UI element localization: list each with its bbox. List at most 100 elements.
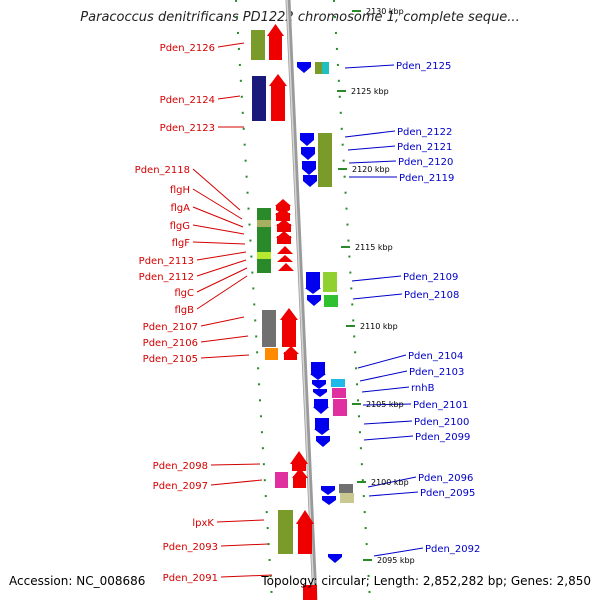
- gene-arrow[interactable]: [328, 554, 342, 563]
- cog-box[interactable]: [331, 379, 345, 387]
- cog-box[interactable]: [333, 399, 347, 416]
- gene-arrow-head[interactable]: [283, 346, 299, 354]
- gene-label-forward[interactable]: Pden_2104: [408, 351, 463, 362]
- gene-label-forward[interactable]: Pden_2119: [399, 173, 454, 184]
- gene-arrow[interactable]: [297, 62, 311, 73]
- cog-box[interactable]: [340, 493, 354, 503]
- gene-arrow[interactable]: [298, 522, 312, 554]
- gene-label-reverse[interactable]: Pden_2124: [160, 95, 215, 106]
- cog-box[interactable]: [315, 62, 322, 74]
- gene-arrow-head[interactable]: [275, 208, 291, 215]
- gene-arrow-head[interactable]: [278, 263, 294, 271]
- gene-label-forward[interactable]: Pden_2095: [420, 488, 475, 499]
- gene-arrow[interactable]: [312, 380, 326, 389]
- gene-label-forward[interactable]: Pden_2092: [425, 544, 480, 555]
- cog-box[interactable]: [257, 252, 271, 259]
- gene-arrow-head[interactable]: [313, 407, 329, 414]
- gene-arrow-head[interactable]: [277, 255, 293, 262]
- gene-label-reverse[interactable]: Pden_2093: [163, 542, 218, 553]
- gene-label-reverse[interactable]: Pden_2105: [143, 354, 198, 365]
- gene-arrow[interactable]: [282, 318, 296, 347]
- cog-box[interactable]: [322, 62, 329, 74]
- gene-arrow-head[interactable]: [275, 199, 291, 206]
- gene-label-reverse[interactable]: lpxK: [192, 518, 214, 529]
- gene-label-forward[interactable]: Pden_2122: [397, 127, 452, 138]
- gene-arrow-head[interactable]: [305, 288, 321, 294]
- cog-box[interactable]: [265, 348, 278, 360]
- gene-label-forward[interactable]: rnhB: [411, 383, 435, 394]
- cog-box[interactable]: [275, 472, 288, 488]
- cog-box[interactable]: [262, 310, 276, 347]
- gene-arrow[interactable]: [313, 389, 327, 397]
- gene-label-reverse[interactable]: flgA: [171, 203, 191, 214]
- cog-box[interactable]: [252, 76, 266, 121]
- gene-arrow[interactable]: [276, 213, 290, 221]
- gene-label-reverse[interactable]: Pden_2091: [163, 573, 218, 584]
- gene-label-reverse[interactable]: Pden_2106: [143, 338, 198, 349]
- gene-label-forward[interactable]: Pden_2120: [398, 157, 453, 168]
- cog-box[interactable]: [323, 272, 337, 292]
- gene-label-forward[interactable]: Pden_2096: [418, 473, 473, 484]
- gene-arrow-head[interactable]: [280, 308, 298, 320]
- gene-label-reverse[interactable]: flgH: [170, 185, 190, 196]
- cog-box[interactable]: [332, 388, 346, 398]
- gene-arrow-head[interactable]: [276, 219, 292, 226]
- gene-label-reverse[interactable]: Pden_2113: [139, 256, 194, 267]
- cog-box[interactable]: [257, 208, 271, 273]
- gene-arrow[interactable]: [315, 418, 329, 430]
- gene-arrow-head[interactable]: [292, 468, 308, 478]
- gene-label-reverse[interactable]: Pden_2097: [153, 481, 208, 492]
- gene-label-reverse[interactable]: flgG: [170, 221, 190, 232]
- gene-arrow-head[interactable]: [290, 451, 308, 464]
- cog-box[interactable]: [251, 30, 265, 60]
- gene-arrow[interactable]: [302, 161, 316, 175]
- gene-arrow[interactable]: [314, 399, 328, 408]
- gene-label-reverse[interactable]: flgC: [174, 288, 194, 299]
- gene-label-reverse[interactable]: flgF: [172, 238, 191, 249]
- gene-arrow-head[interactable]: [314, 429, 330, 435]
- gene-arrow[interactable]: [321, 486, 335, 495]
- gene-label-forward[interactable]: Pden_2100: [414, 417, 469, 428]
- gene-label-reverse[interactable]: Pden_2107: [143, 322, 198, 333]
- gene-label-forward[interactable]: Pden_2103: [409, 367, 464, 378]
- gene-arrow-head[interactable]: [296, 510, 314, 524]
- gene-arrow-head[interactable]: [276, 231, 292, 238]
- cog-box[interactable]: [318, 133, 332, 187]
- cog-box[interactable]: [257, 220, 271, 227]
- gene-label-forward[interactable]: Pden_2121: [397, 142, 452, 153]
- cog-box[interactable]: [324, 295, 338, 307]
- gene-label-forward[interactable]: Pden_2108: [404, 290, 459, 301]
- gene-arrow[interactable]: [292, 462, 306, 471]
- gene-arrow-head[interactable]: [269, 74, 287, 86]
- gene-label-reverse[interactable]: Pden_2123: [160, 123, 215, 134]
- gene-arrow[interactable]: [303, 585, 317, 600]
- gene-arrow-head[interactable]: [277, 246, 293, 254]
- gene-arrow[interactable]: [322, 496, 336, 505]
- gene-arrow[interactable]: [303, 175, 317, 187]
- gene-arrow-head[interactable]: [310, 374, 326, 380]
- gene-label-reverse[interactable]: flgB: [174, 305, 194, 316]
- gene-label-forward[interactable]: Pden_2125: [396, 61, 451, 72]
- cog-box[interactable]: [339, 484, 353, 493]
- gene-arrow[interactable]: [307, 295, 321, 306]
- gene-label-forward[interactable]: Pden_2099: [415, 432, 470, 443]
- gene-label-reverse[interactable]: Pden_2098: [153, 461, 208, 472]
- gene-arrow[interactable]: [271, 84, 285, 121]
- cog-box[interactable]: [278, 510, 293, 554]
- gene-arrow[interactable]: [301, 147, 315, 160]
- gene-label-reverse[interactable]: Pden_2118: [135, 165, 190, 176]
- gene-label-reverse[interactable]: Pden_2126: [160, 43, 215, 54]
- gene-arrow-head[interactable]: [267, 24, 284, 36]
- gene-label-reverse[interactable]: Pden_2112: [139, 272, 194, 283]
- gene-arrow[interactable]: [300, 133, 314, 146]
- gene-arrow[interactable]: [284, 352, 297, 360]
- gene-label-forward[interactable]: Pden_2101: [413, 400, 468, 411]
- gene-arrow[interactable]: [306, 272, 320, 289]
- gene-label-forward[interactable]: Pden_2109: [403, 272, 458, 283]
- gene-arrow[interactable]: [269, 36, 282, 60]
- gene-arrow[interactable]: [316, 436, 330, 447]
- gene-arrow[interactable]: [277, 236, 291, 244]
- gene-arrow[interactable]: [293, 476, 306, 488]
- gene-arrow[interactable]: [277, 224, 291, 232]
- gene-arrow[interactable]: [311, 362, 325, 375]
